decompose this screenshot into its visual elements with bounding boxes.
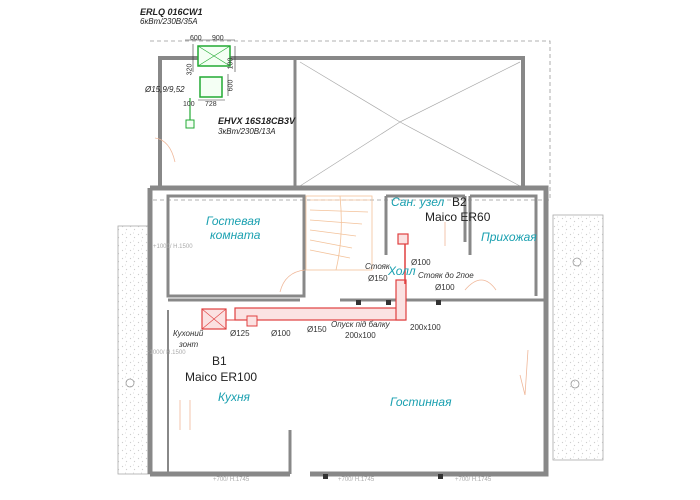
room-guest-line1: Гостевая xyxy=(206,214,261,228)
indoor-dim-728: 728 xyxy=(205,101,217,108)
duct-d150-riser: Ø150 xyxy=(368,274,388,283)
duct-d125: Ø125 xyxy=(230,329,250,338)
entrance-walls xyxy=(468,194,538,296)
fan-b2-model: Maico ER60 xyxy=(425,210,491,224)
drop-under-beam: Опуск під балку xyxy=(331,320,390,329)
kitchen-hood-line1: Кухоний xyxy=(173,329,204,338)
room-guest-line2: комната xyxy=(210,228,261,242)
outer-walls xyxy=(147,185,549,477)
indoor-unit-spec: 3кВт/230В/13А xyxy=(218,127,276,136)
guest-room-walls xyxy=(166,194,306,298)
kitchen-hood-line2: зонт xyxy=(179,340,199,349)
roof-hips xyxy=(299,61,521,187)
pipe-diameter: Ø15,9/9,52 xyxy=(145,85,185,94)
duct-d100-riser: Ø100 xyxy=(435,283,455,292)
outdoor-dim-320: 320 xyxy=(186,63,194,76)
room-hall: Холл xyxy=(388,264,416,278)
indoor-dim-600: 600 xyxy=(227,79,235,92)
indoor-unit-box xyxy=(199,76,223,98)
window-mark-bottom-1: +700/ H.1745 xyxy=(213,477,250,483)
fan-b2-tag: B2 xyxy=(452,195,467,209)
outdoor-dim-900: 900 xyxy=(212,35,224,42)
outdoor-unit-spec: 6кВт/230В/35А xyxy=(140,17,198,26)
window-mark-bottom-2: +700/ H.1745 xyxy=(338,477,375,483)
window-mark-bottom-3: +700/ H.1745 xyxy=(455,477,492,483)
door-arc-top xyxy=(154,137,176,163)
duct-d100-top: Ø100 xyxy=(411,258,431,267)
room-living: Гостинная xyxy=(390,395,452,409)
staircase xyxy=(305,195,373,271)
fan-b1-tag: B1 xyxy=(212,354,227,368)
outdoor-dim-600: 600 xyxy=(190,35,202,42)
exhaust-duct xyxy=(201,233,409,330)
door-swings xyxy=(179,222,529,430)
window-mark-left-top: +1000/ H.1500 xyxy=(153,244,193,250)
duct-size-b: 200x100 xyxy=(410,323,441,332)
fan-b1-model: Maico ER100 xyxy=(185,370,258,384)
room-bathroom: Сан. узел xyxy=(391,195,445,209)
room-entrance: Прихожая xyxy=(481,230,537,244)
left-terrace xyxy=(117,225,151,475)
riser-label: Стояк xyxy=(365,262,390,271)
riser-to-floor2: Стояк до 2поe xyxy=(418,271,474,280)
indoor-unit-model: EHVX 16S18CB3V xyxy=(218,116,296,126)
duct-size-a: 200x100 xyxy=(345,331,376,340)
bathroom-walls xyxy=(384,194,467,255)
window-mark-left-mid: +1000/ H.1500 xyxy=(146,350,186,356)
right-terrace xyxy=(552,214,604,461)
room-kitchen: Кухня xyxy=(218,390,250,404)
outdoor-unit-model: ERLQ 016CW1 xyxy=(140,7,203,17)
indoor-dim-100: 100 xyxy=(183,101,195,108)
duct-d150-main: Ø150 xyxy=(307,325,327,334)
duct-d100-kitchen: Ø100 xyxy=(271,329,291,338)
outdoor-dim-100: 100 xyxy=(227,57,235,70)
